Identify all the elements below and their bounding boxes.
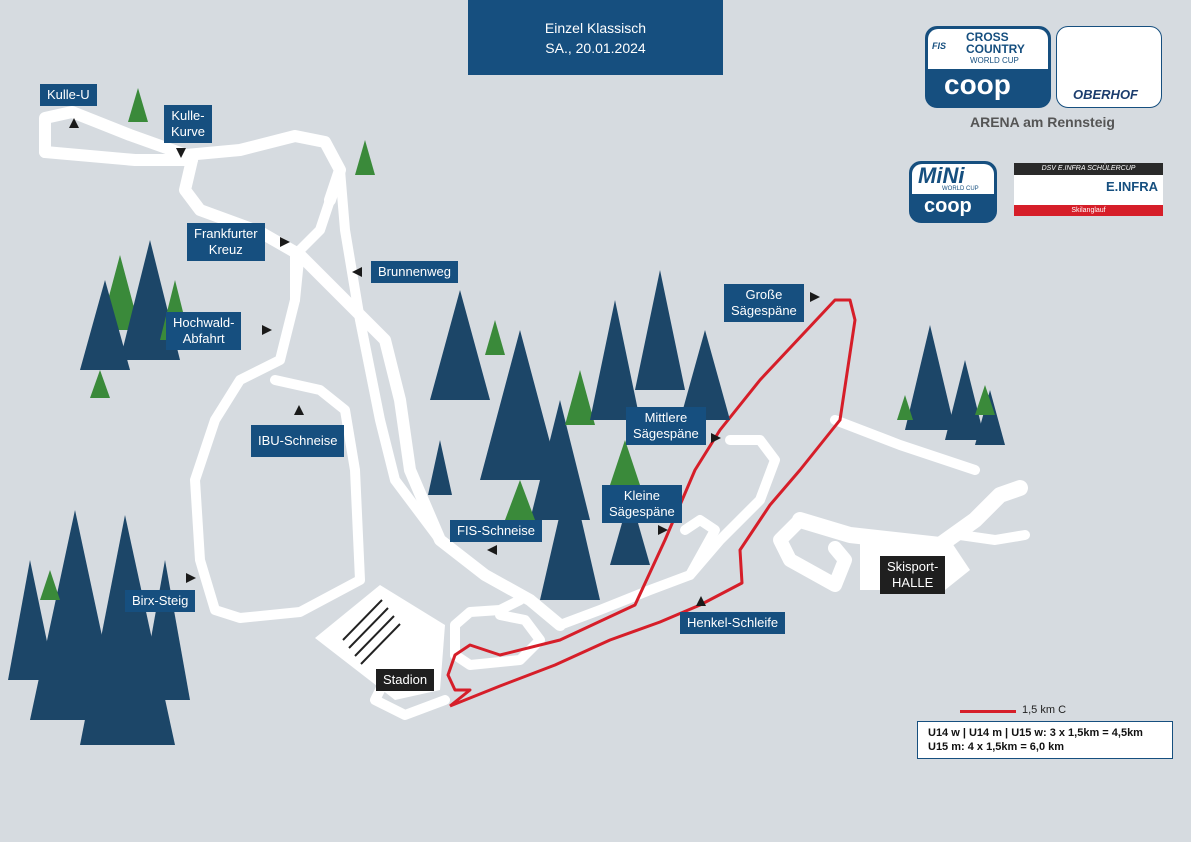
trail-network	[39, 106, 980, 720]
label-kulle-kurve: Kulle- Kurve	[164, 105, 212, 143]
label-kleine-saegespaene: Kleine Sägespäne	[602, 485, 682, 523]
event-header: Einzel Klassisch SA., 20.01.2024	[468, 0, 723, 75]
dsv-top-text: DSV E.INFRA SCHÜLERCUP	[1014, 163, 1163, 175]
forest-left-top	[80, 88, 375, 398]
event-date: SA., 20.01.2024	[545, 40, 646, 56]
label-brunnenweg: Brunnenweg	[371, 261, 458, 283]
coop-logo-text: coop	[944, 69, 1011, 100]
fis-cc-line3: WORLD CUP	[970, 56, 1019, 65]
forest-left-bottom	[8, 510, 190, 745]
fis-cc-line1: CROSS	[966, 30, 1009, 44]
label-frankfurter-kreuz: Frankfurter Kreuz	[187, 223, 265, 261]
fis-coop-logo: FIS CROSS COUNTRY WORLD CUP coop	[925, 26, 1051, 108]
fis-logo-text: FIS	[932, 41, 947, 51]
legend-line-1: U14 w | U14 m | U15 w: 3 x 1,5km = 4,5km	[928, 727, 1143, 739]
dsv-mid-text: E.INFRA	[1106, 179, 1158, 194]
label-hochwald-abfahrt: Hochwald- Abfahrt	[166, 312, 242, 350]
label-mittlere-saegespaene: Mittlere Sägespäne	[626, 407, 706, 445]
label-fis-schneise: FIS-Schneise	[450, 520, 543, 542]
dsv-schuelercup-logo: DSV E.INFRA SCHÜLERCUP E.INFRA Skilangla…	[1014, 163, 1163, 216]
stadium-lanes	[342, 599, 401, 665]
direction-markers	[69, 118, 820, 606]
dsv-bottom-text: Skilanglauf	[1014, 205, 1163, 216]
event-title: Einzel Klassisch	[544, 20, 647, 36]
mini-coop-logo: MiNi WORLD CUP coop	[909, 161, 997, 223]
fis-cc-line2: COUNTRY	[966, 42, 1025, 56]
skisport-halle-track	[773, 480, 1030, 592]
forest-right	[897, 325, 1005, 445]
arena-text: ARENA am Rennsteig	[970, 114, 1115, 130]
label-birx-steig: Birx-Steig	[125, 590, 196, 612]
label-skisport-halle: Skisport- HALLE	[880, 556, 946, 594]
forest-center	[428, 270, 730, 600]
legend-info-box: U14 w | U14 m | U15 w: 3 x 1,5km = 4,5km…	[917, 721, 1173, 759]
legend-route-label: 1,5 km C	[1022, 704, 1067, 716]
label-henkel-schleife: Henkel-Schleife	[680, 612, 786, 634]
label-ibu-schneise: IBU-Schneise	[251, 425, 345, 457]
oberhof-logo: OBERHOF	[1056, 26, 1162, 108]
legend-line-2: U15 m: 4 x 1,5km = 6,0 km	[928, 741, 1065, 753]
mini-text: MiNi	[918, 163, 965, 188]
label-stadion: Stadion	[376, 669, 435, 691]
mini-wc-text: WORLD CUP	[942, 186, 979, 192]
route-1-5km	[446, 298, 857, 708]
oberhof-text: OBERHOF	[1073, 87, 1138, 102]
label-grosse-saegespaene: Große Sägespäne	[724, 284, 804, 322]
mini-coop-text: coop	[924, 195, 972, 217]
label-kulle-u: Kulle-U	[40, 84, 97, 106]
legend-route-swatch	[960, 710, 1016, 713]
